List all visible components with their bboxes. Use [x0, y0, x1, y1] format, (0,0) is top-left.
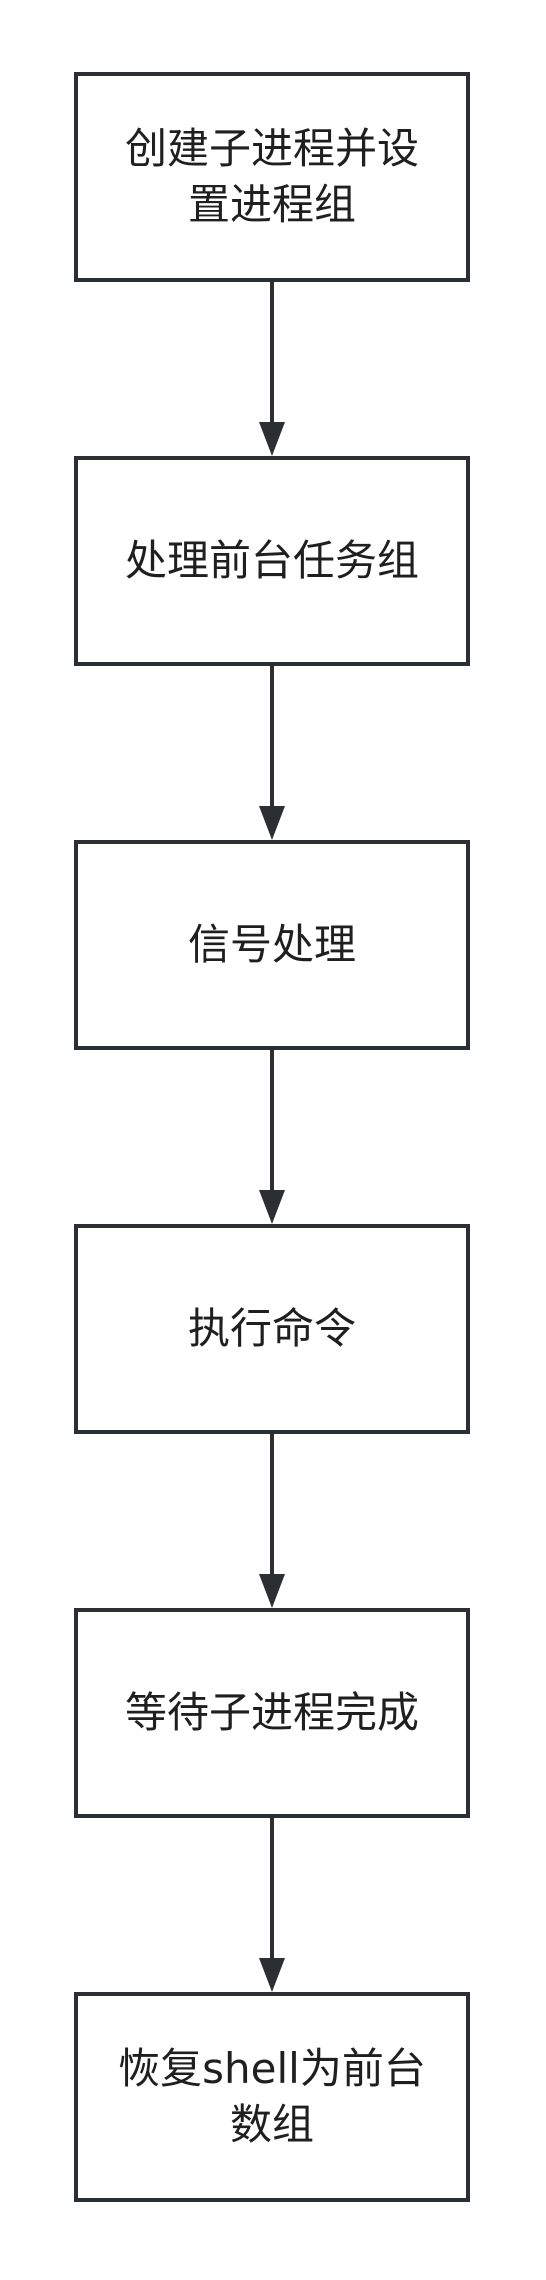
- node-wait-child-complete: 等待子进程完成: [74, 1608, 470, 1818]
- node-label: 恢复shell为前台数组: [118, 2044, 426, 2149]
- node-label: 等待子进程完成: [124, 1688, 419, 1737]
- node-create-child-process: 创建子进程并设置进程组: [74, 72, 470, 282]
- node-signal-handling: 信号处理: [74, 840, 470, 1050]
- node-label: 信号处理: [187, 920, 356, 969]
- arrowhead: [259, 1574, 285, 1608]
- node-label: 处理前台任务组: [124, 536, 419, 585]
- node-restore-shell-foreground: 恢复shell为前台数组: [74, 1992, 470, 2202]
- node-handle-foreground-group: 处理前台任务组: [74, 456, 470, 666]
- arrowhead: [259, 1190, 285, 1224]
- node-label: 执行命令: [187, 1304, 356, 1353]
- arrowhead: [259, 422, 285, 456]
- node-label: 创建子进程并设置进程组: [124, 124, 419, 229]
- node-execute-command: 执行命令: [74, 1224, 470, 1434]
- arrowhead: [259, 1958, 285, 1992]
- arrowhead: [259, 806, 285, 840]
